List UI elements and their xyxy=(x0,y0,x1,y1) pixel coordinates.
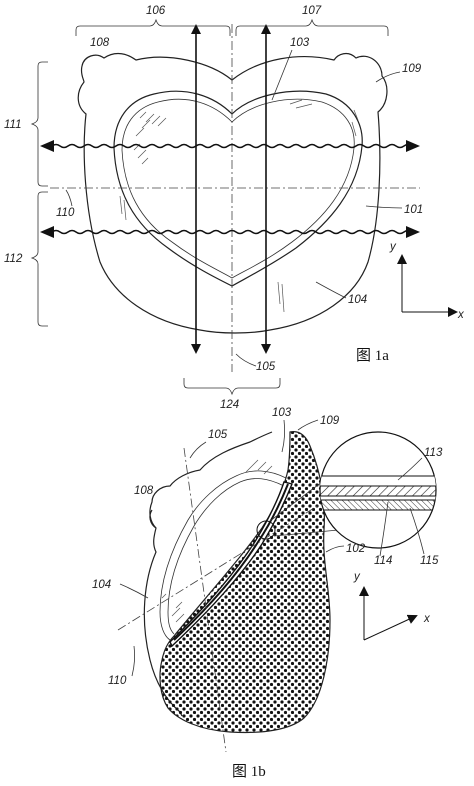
pad-bump-108 xyxy=(149,509,157,529)
centerline-105-1b xyxy=(183,447,227,753)
leader-109-a xyxy=(375,71,401,83)
label-106: 106 xyxy=(146,5,166,17)
label-103-b: 103 xyxy=(272,407,292,419)
magnified-detail xyxy=(319,431,437,549)
leader-109-b xyxy=(297,419,319,431)
label-110-a: 110 xyxy=(56,207,75,219)
label-103-a: 103 xyxy=(290,37,310,49)
arrowhead-lower-right xyxy=(406,226,420,238)
heart-recess-outer xyxy=(113,90,363,287)
wavy-arrow-upper xyxy=(51,143,413,149)
leader-104-b xyxy=(119,583,149,599)
shading-1b xyxy=(161,459,273,623)
recess-contour-1b xyxy=(159,470,287,641)
laminate-edge xyxy=(169,481,293,648)
label-114: 114 xyxy=(374,555,392,567)
leader-115 xyxy=(409,507,425,555)
figure-1a: 106 107 111 112 xyxy=(4,5,465,411)
brace-111 xyxy=(30,61,48,187)
label-113: 113 xyxy=(424,447,443,459)
label-111: 111 xyxy=(4,119,21,131)
leader-103-a xyxy=(271,49,293,101)
centerline-110-1b xyxy=(117,471,373,631)
label-104-a: 104 xyxy=(348,294,367,306)
axis-x-1b: x xyxy=(423,613,431,625)
caption-1a: 图 1a xyxy=(356,347,389,364)
outer-pad-outline xyxy=(77,52,388,334)
label-124: 124 xyxy=(220,399,239,411)
arrowhead-lower-left xyxy=(40,226,54,238)
detail-marker xyxy=(256,520,276,540)
label-107: 107 xyxy=(302,5,322,17)
leader-113 xyxy=(397,457,423,481)
axis-y-1b: y xyxy=(353,571,361,583)
leader-102 xyxy=(325,545,345,553)
label-102: 102 xyxy=(346,543,366,555)
recess-contour-1b-inner xyxy=(167,478,285,635)
leader-114 xyxy=(379,501,389,557)
label-104-b: 104 xyxy=(92,579,111,591)
wavy-arrow-lower xyxy=(51,229,413,235)
brace-124 xyxy=(183,378,281,396)
axis-y-1a: y xyxy=(389,241,397,253)
arrowhead-upper-right xyxy=(406,140,420,152)
label-108-a: 108 xyxy=(90,37,110,49)
label-109-b: 109 xyxy=(320,415,340,427)
leader-110-a xyxy=(65,189,73,207)
laminate-edge-line xyxy=(173,483,289,641)
dotted-cut-section xyxy=(159,431,331,734)
caption-1b: 图 1b xyxy=(232,763,266,780)
surface-shading xyxy=(119,99,359,313)
arrowhead-upper-left xyxy=(40,140,54,152)
brace-106 xyxy=(75,18,231,36)
label-101: 101 xyxy=(404,204,423,216)
heart-recess-inner xyxy=(121,98,355,279)
brace-112 xyxy=(30,191,48,327)
label-110-b: 110 xyxy=(108,675,127,687)
leader-105-b xyxy=(189,441,207,459)
axes-1a: y x xyxy=(389,241,465,321)
leader-110-b xyxy=(131,645,136,677)
figure-1b: 103 109 105 113 108 102 114 115 104 110 … xyxy=(92,407,443,780)
label-115: 115 xyxy=(420,555,439,567)
label-105-a: 105 xyxy=(256,361,276,373)
pad-outline-1b xyxy=(143,431,273,717)
label-112: 112 xyxy=(4,253,23,265)
leader-103-b xyxy=(281,419,286,453)
leader-101 xyxy=(365,205,403,209)
leader-105-a xyxy=(235,353,257,367)
axes-1b: y x xyxy=(353,571,431,641)
label-108-b: 108 xyxy=(134,485,154,497)
label-105-b: 105 xyxy=(208,429,228,441)
leader-104-a xyxy=(315,281,347,299)
axis-x-1a: x xyxy=(457,309,465,321)
label-109-a: 109 xyxy=(402,63,422,75)
brace-107 xyxy=(235,18,389,36)
